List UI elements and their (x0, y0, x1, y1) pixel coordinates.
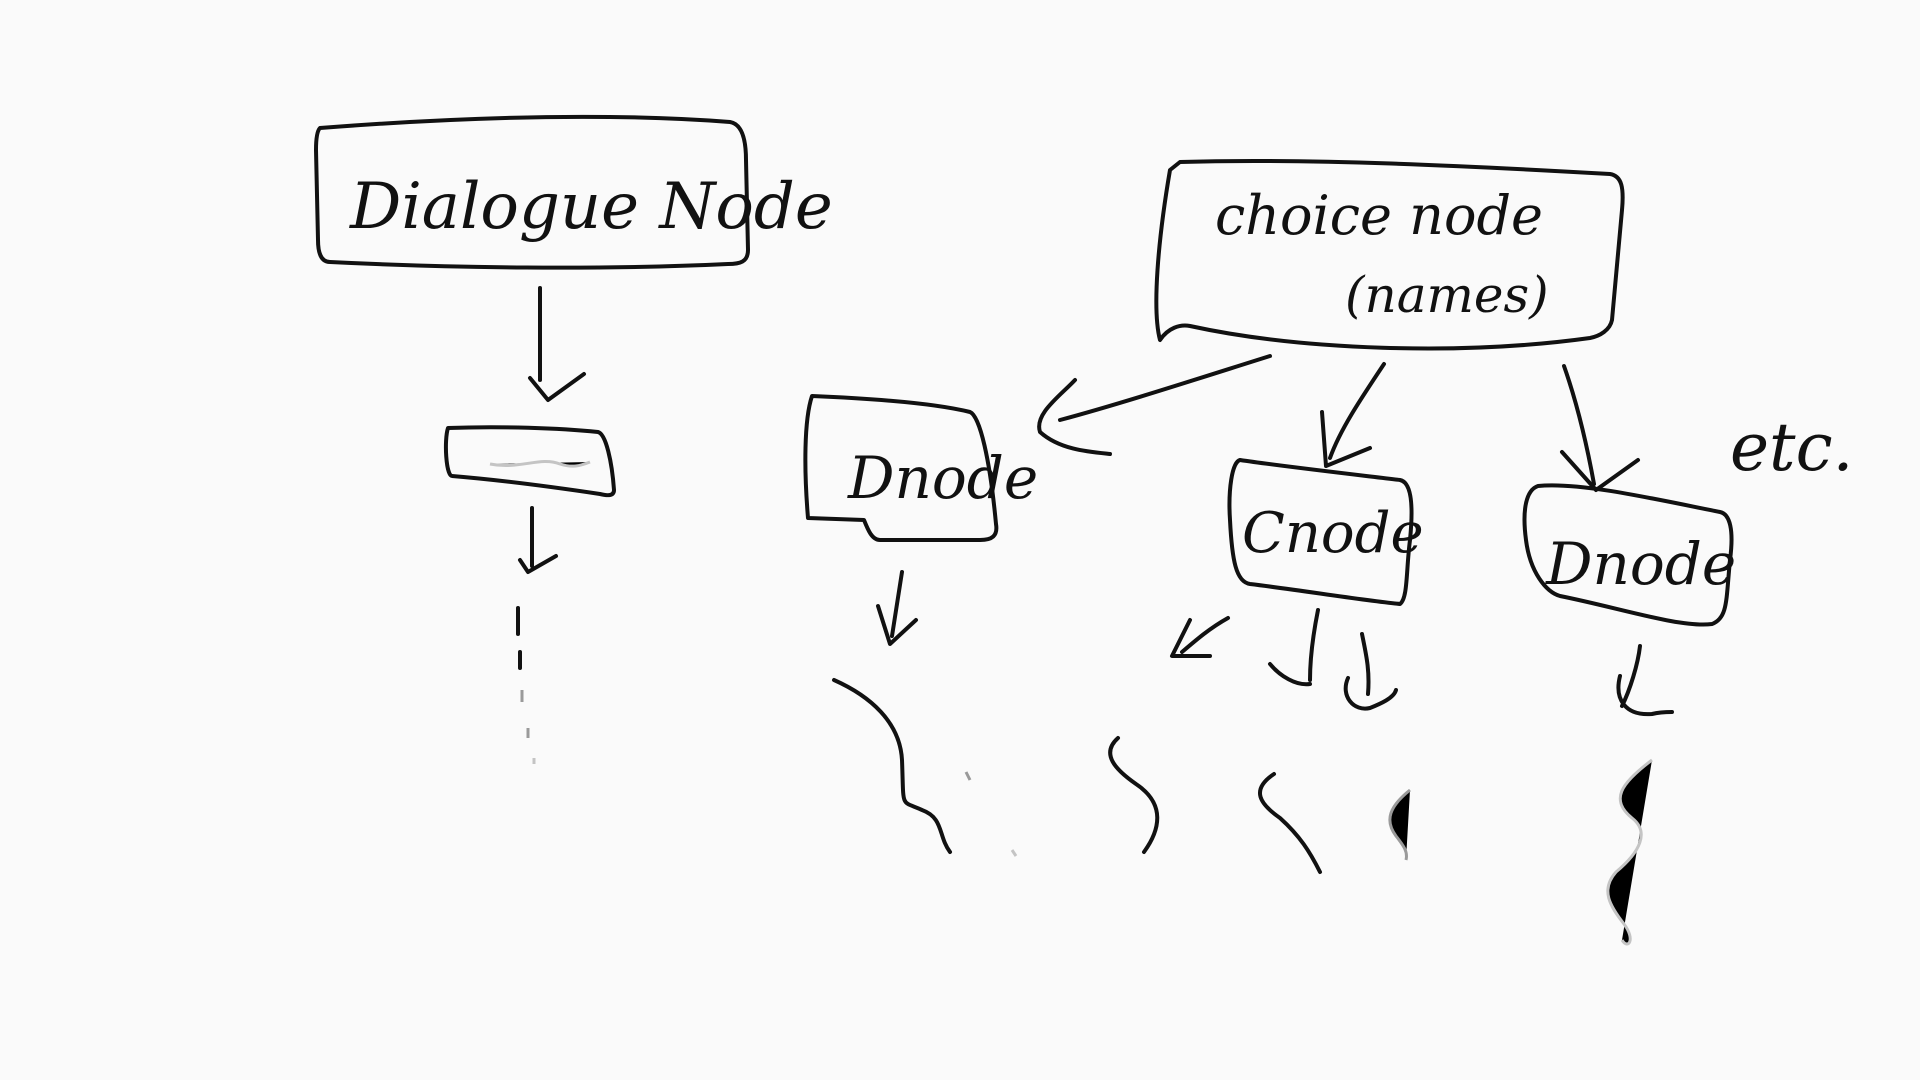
choice-node-label-line2: (names) (1345, 266, 1549, 324)
wavy-continuation-dnode-right (1606, 758, 1653, 946)
d-node-left-box (803, 394, 999, 542)
empty-child-node (443, 425, 616, 498)
arrow-dnode-left-down (876, 570, 918, 646)
arrow-dnode-right-down (1616, 644, 1674, 717)
d-node-right: Dnode (1522, 483, 1736, 627)
arrow-dialogue-to-child (528, 286, 586, 402)
dialogue-node-box (314, 114, 750, 270)
wavy-continuation-cnode (1108, 736, 1411, 874)
arrow-choice-to-dnode-left (1037, 354, 1272, 456)
arrows-cnode-children (1170, 608, 1398, 711)
wavy-continuation-dnode-left (832, 678, 1018, 857)
dialogue-node: Dialogue Node (314, 114, 833, 270)
choice-node: choice node (names) (1154, 158, 1625, 351)
c-node-label: Cnode (1242, 501, 1424, 566)
choice-node-box (1154, 158, 1625, 351)
d-node-left-label: Dnode (847, 444, 1038, 512)
dialogue-node-label: Dialogue Node (349, 170, 833, 244)
d-node-right-label: Dnode (1545, 530, 1736, 598)
d-node-right-box (1522, 483, 1734, 627)
d-node-left: Dnode (803, 394, 1038, 542)
c-node: Cnode (1227, 458, 1424, 606)
arrow-choice-to-dnode-right (1560, 364, 1640, 492)
dotted-continuation (516, 606, 536, 764)
arrow-choice-to-cnode (1320, 362, 1386, 468)
etc-annotation: etc. (1730, 409, 1854, 486)
c-node-box (1227, 458, 1414, 606)
choice-node-label-line1: choice node (1215, 184, 1543, 247)
arrow-empty-down (518, 506, 558, 574)
